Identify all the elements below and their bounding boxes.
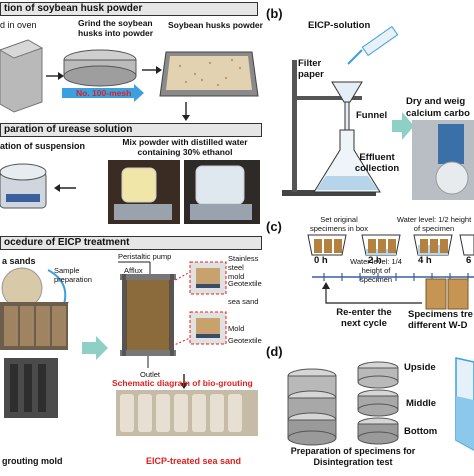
- upside-label: Upside: [404, 362, 436, 373]
- step1-header: tion of soybean husk powder: [0, 2, 258, 16]
- treated-label: EICP-treated sea sand: [146, 456, 242, 466]
- funnel-label: Funnel: [356, 110, 388, 121]
- cycle-illustration: [307, 234, 474, 310]
- panel-b: (b) EICP-solution Filter paper Funnel Ef…: [262, 0, 474, 215]
- step2-mix-label: Mix powder with distilled water containi…: [122, 137, 248, 157]
- outlet-label: Outlet: [140, 370, 161, 379]
- panel-b-label: (b): [266, 6, 283, 21]
- step2-suspension-label: ation of suspension: [0, 141, 86, 151]
- geotextile-top-label: Geotextile: [228, 279, 262, 288]
- middle-label: Middle: [406, 398, 437, 409]
- step1-powder-label: Soybean husks powder: [168, 20, 263, 30]
- panel-c: (c) Set original specimens in box Water …: [262, 215, 474, 340]
- disintegration-illustration: [287, 357, 474, 451]
- step1-grind-label: Grind the soybean husks into powder: [78, 18, 154, 38]
- arrow-down-1: [182, 102, 190, 121]
- afflux-label: Afflux: [124, 266, 143, 275]
- step1-oven-label: d in oven: [0, 20, 37, 30]
- mesh-label: No. 100-mesh: [76, 88, 132, 98]
- filtration-illustration: [282, 25, 474, 200]
- step2-header: paration of urease solution: [0, 123, 262, 137]
- tick-0h: 0 h: [314, 255, 328, 266]
- panel-a: tion of soybean husk powder d in oven Gr…: [0, 2, 263, 466]
- prep-label: Preparation of specimens for Disintegrat…: [290, 446, 416, 467]
- water-quarter-label: Water level: 1/4 height of specimen: [350, 257, 402, 284]
- sands-label: a sands: [2, 256, 36, 266]
- step2-illustration: [0, 160, 260, 224]
- dry-weigh-label: Dry and weig: [406, 96, 466, 107]
- tick-4h: 4 h: [418, 255, 432, 266]
- sample-prep-label: Sample preparation: [54, 266, 92, 284]
- panel-c-label: (c): [266, 219, 282, 234]
- filter-paper-label: Filter paper: [298, 58, 324, 80]
- reenter-label: Re-enter the next cycle: [336, 307, 392, 329]
- panel-d-label: (d): [266, 344, 283, 359]
- effluent-label: Effluent collection: [354, 152, 400, 174]
- mold-label: Mold: [228, 324, 245, 333]
- set-original-label: Set original specimens in box: [310, 215, 368, 233]
- step3-header: ocedure of EICP treatment: [0, 236, 262, 250]
- eicp-solution-label: EICP-solution: [308, 20, 371, 31]
- panel-d: (d) Upside Middle Bottom Preparation of …: [262, 340, 474, 474]
- pump-label: Peristaltic pump: [118, 252, 172, 261]
- step3-illustration: [0, 261, 258, 436]
- geotextile-bottom-label: Geotextile: [228, 336, 262, 345]
- water-half-label: Water level: 1/2 height of specimen: [396, 215, 472, 233]
- step1-illustration: [0, 39, 259, 113]
- tick-2h: 2 h: [368, 255, 382, 266]
- schematic-label: Schematic diagram of bio-grouting: [112, 378, 253, 388]
- tick-6h: 6: [466, 255, 472, 266]
- specimens-label: Specimens tre different W-D: [408, 309, 473, 331]
- calcium-label: calcium carbo: [406, 108, 470, 119]
- stainless-label: Stainless steel mold: [228, 254, 259, 281]
- sea-sand-label: sea sand: [228, 297, 259, 306]
- bottom-label: Bottom: [404, 426, 438, 437]
- grouting-mold-label: grouting mold: [2, 456, 63, 466]
